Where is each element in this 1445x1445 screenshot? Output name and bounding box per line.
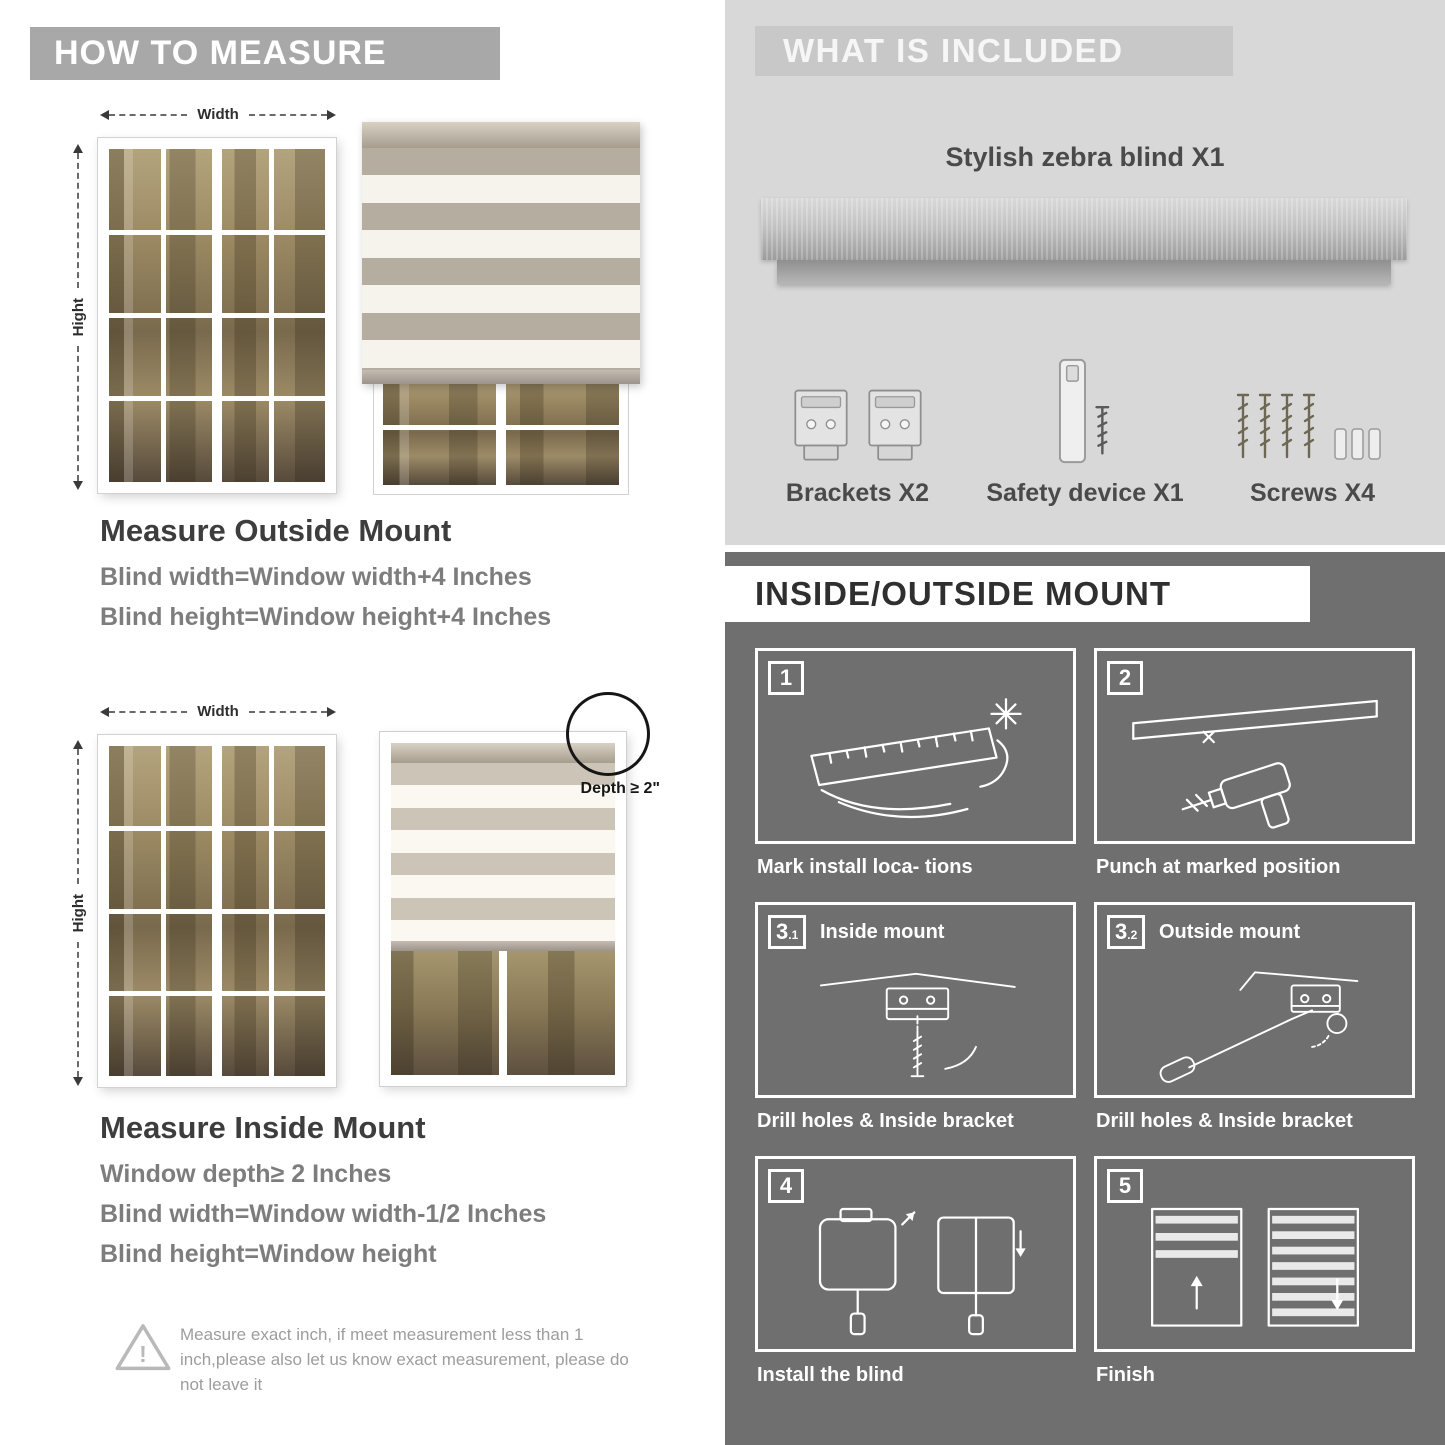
blind-headrail-illustration <box>761 198 1407 260</box>
depth-circle-annotation <box>566 692 650 776</box>
warning-text: Measure exact inch, if meet measurement … <box>180 1325 629 1395</box>
inside-mount-bracket-illustration-icon <box>819 972 1016 1078</box>
window-glass <box>391 951 615 1075</box>
how-to-measure-header: HOW TO MEASURE <box>30 27 500 80</box>
height-dimension-arrow: Hight <box>69 740 87 1087</box>
bracket-icon <box>793 389 848 461</box>
height-label: Hight <box>69 297 87 337</box>
inside-formula-depth: Window depth≥ 2 Inches <box>100 1160 392 1188</box>
mark-locations-illustration-icon <box>809 698 1022 819</box>
brackets-label: Brackets X2 <box>785 479 930 507</box>
window-illustration-outside <box>98 138 336 493</box>
step-5-panel: 5 <box>1094 1156 1415 1352</box>
inside-formula-height: Blind height=Window height <box>100 1240 437 1268</box>
arrowhead-right-icon <box>327 109 337 120</box>
step-number: 1 <box>768 661 804 695</box>
window-illustration-inside <box>98 735 336 1087</box>
mount-header: INSIDE/OUTSIDE MOUNT <box>725 566 1310 622</box>
mount-instructions-section: INSIDE/OUTSIDE MOUNT 1 <box>725 552 1445 1445</box>
step-number: 5 <box>1107 1169 1143 1203</box>
arrowhead-left-icon <box>100 706 109 717</box>
step-4-caption: Install the blind <box>757 1364 904 1386</box>
window-glass <box>109 149 325 482</box>
blind-headrail-lip <box>777 260 1391 284</box>
outside-formula-width: Blind width=Window width+4 Inches <box>100 563 532 591</box>
svg-text:!: ! <box>139 1341 147 1367</box>
step-3-1: 3.1 Inside mount <box>755 902 1076 1148</box>
warning-triangle-icon: ! <box>112 1320 174 1381</box>
step-3-2-caption: Drill holes & Inside bracket <box>1096 1110 1353 1132</box>
arrowhead-right-icon <box>327 706 337 717</box>
arrowhead-left-icon <box>100 109 109 120</box>
zebra-blind <box>362 122 640 384</box>
part-safety-device: Safety device X1 <box>960 330 1210 508</box>
blind-bottomrail <box>362 370 640 384</box>
arrowhead-down-icon <box>73 1077 83 1087</box>
wall-anchor-icon <box>1333 428 1381 460</box>
part-screws: Screws X4 <box>1210 330 1415 508</box>
width-dimension-arrow: Width <box>100 703 337 720</box>
width-dimension-arrow: Width <box>100 106 337 123</box>
step-2: 2 <box>1094 648 1415 894</box>
arrowhead-up-icon <box>73 144 83 153</box>
finished-blinds-illustration-icon <box>1150 1207 1359 1327</box>
what-is-included-header: WHAT IS INCLUDED <box>755 26 1233 76</box>
step-4: 4 <box>755 1156 1076 1402</box>
mount-steps-grid: 1 <box>755 648 1415 1402</box>
inside-formula-width: Blind width=Window width-1/2 Inches <box>100 1200 547 1228</box>
screws-icon <box>1236 393 1381 460</box>
step-2-panel: 2 <box>1094 648 1415 844</box>
outside-mount-bracket-illustration-icon <box>1159 971 1358 1083</box>
drill-illustration-icon <box>1131 699 1378 829</box>
part-brackets: Brackets X2 <box>755 330 960 508</box>
screws-label: Screws X4 <box>1249 479 1376 507</box>
step-4-panel: 4 <box>755 1156 1076 1352</box>
outside-mount-title: Measure Outside Mount <box>100 513 452 548</box>
step-number: 3.1 <box>768 915 807 949</box>
height-dimension-arrow: Hight <box>69 144 87 491</box>
blind-product-label: Stylish zebra blind X1 <box>945 142 1225 172</box>
step-number: 4 <box>768 1169 804 1203</box>
zebra-blind-illustration-inside: Depth ≥ 2" <box>380 692 660 1086</box>
step-3-1-caption: Drill holes & Inside bracket <box>757 1110 1014 1132</box>
what-is-included-section: WHAT IS INCLUDED Stylish zebra blind X1 <box>725 0 1445 545</box>
arrowhead-up-icon <box>73 740 83 749</box>
included-parts-row: Brackets X2 <box>755 330 1415 508</box>
step-1: 1 <box>755 648 1076 894</box>
step-3-2-title: Outside mount <box>1159 921 1301 943</box>
step-3-2-panel: 3.2 Outside mount <box>1094 902 1415 1098</box>
step-3-1-title: Inside mount <box>820 921 945 943</box>
depth-label: Depth ≥ 2" <box>580 780 660 797</box>
step-5-caption: Finish <box>1096 1364 1155 1386</box>
zebra-blind <box>391 743 615 951</box>
blind-stripes <box>362 148 640 370</box>
step-1-panel: 1 <box>755 648 1076 844</box>
bracket-icon <box>867 389 922 461</box>
step-1-caption: Mark install loca- tions <box>757 856 973 878</box>
install-blind-illustration-icon <box>818 1207 1026 1336</box>
safety-device-icon <box>1058 358 1110 464</box>
step-number: 2 <box>1107 661 1143 695</box>
window-glass <box>109 746 325 1076</box>
blind-stripes <box>391 763 615 941</box>
blind-headrail <box>391 743 615 763</box>
inside-mount-title: Measure Inside Mount <box>100 1110 426 1145</box>
arrowhead-down-icon <box>73 481 83 491</box>
outside-formula-height: Blind height=Window height+4 Inches <box>100 603 552 631</box>
blind-headrail <box>362 122 640 148</box>
zebra-blind-illustration-outside <box>362 122 640 494</box>
height-label: Hight <box>69 893 87 933</box>
step-number: 3.2 <box>1107 915 1146 949</box>
blind-bottomrail <box>391 941 615 951</box>
step-3-2: 3.2 Outside mount <box>1094 902 1415 1148</box>
step-3-1-panel: 3.1 Inside mount <box>755 902 1076 1098</box>
step-2-caption: Punch at marked position <box>1096 856 1341 878</box>
width-label: Width <box>197 106 239 123</box>
step-5: 5 <box>1094 1156 1415 1402</box>
safety-device-label: Safety device X1 <box>986 479 1184 507</box>
width-label: Width <box>197 703 239 720</box>
